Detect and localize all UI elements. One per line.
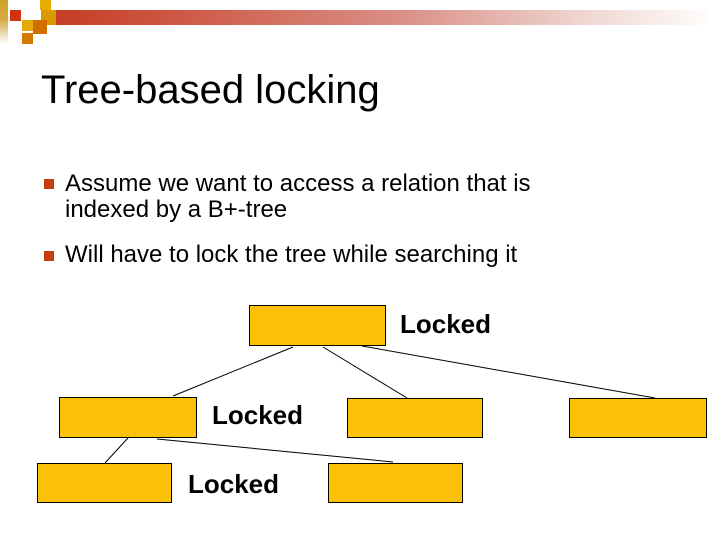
header-red-gradient-bar xyxy=(41,10,707,25)
locked-label-root: Locked xyxy=(400,309,492,339)
deco-square-gold-mid xyxy=(22,20,33,31)
bullet-line: indexed by a B+-tree xyxy=(65,196,288,223)
connector-line xyxy=(322,346,408,399)
locked-label-grandchild: Locked xyxy=(188,469,280,499)
connector-line xyxy=(172,346,294,397)
bullet-item: Will have to lock the tree while searchi… xyxy=(65,242,517,268)
tree-node-grandchild-right xyxy=(328,463,463,503)
connector-line xyxy=(104,437,129,464)
connector-line xyxy=(156,438,394,463)
bullet-item: Assume we want to access a relation that… xyxy=(65,171,531,223)
connector-line xyxy=(361,345,656,399)
deco-square-darkorange xyxy=(33,20,47,34)
page-title: Tree-based locking xyxy=(41,68,380,112)
bullet-square-icon xyxy=(44,251,54,261)
bullet-line: Assume we want to access a relation that… xyxy=(65,170,531,197)
deco-square-orange-bottom xyxy=(22,33,33,44)
bullet-line: Will have to lock the tree while searchi… xyxy=(65,241,518,268)
bullet-square-icon xyxy=(44,179,54,189)
locked-label-child: Locked xyxy=(212,400,304,430)
tree-node-child-right xyxy=(569,398,707,438)
tree-node-root xyxy=(249,305,386,346)
header-gold-gradient-bar xyxy=(0,0,8,44)
tree-node-child-mid xyxy=(347,398,483,438)
deco-square-gold-top xyxy=(40,0,51,10)
tree-node-child-left xyxy=(59,397,197,438)
tree-node-grandchild-left xyxy=(37,463,172,503)
deco-square-red xyxy=(10,10,21,21)
